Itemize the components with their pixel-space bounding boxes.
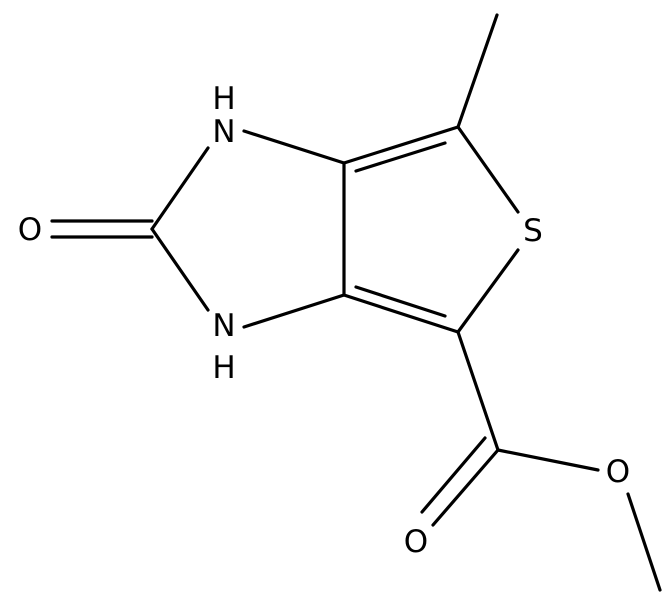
atom-n1-hydrogen: H xyxy=(212,81,235,117)
atom-o-ester-ether: O xyxy=(606,454,630,490)
bond-c6-s xyxy=(456,125,520,214)
atom-n3: N xyxy=(212,308,235,344)
bond-c6a-n1 xyxy=(242,129,346,165)
bond-ester-c-oether xyxy=(496,448,600,472)
bond-oether-methyl xyxy=(626,492,662,592)
atom-n3-hydrogen: H xyxy=(212,350,235,386)
atom-labels: H N N H O S O O xyxy=(18,81,630,560)
atom-o-ester-carbonyl: O xyxy=(404,524,428,560)
bond-n1-c2 xyxy=(150,146,210,231)
bond-n3-c3a xyxy=(242,293,346,329)
atom-n1: N xyxy=(212,114,235,150)
bond-c6-c6a xyxy=(342,125,460,165)
bond-c2-n3 xyxy=(150,227,210,312)
atom-o-ring-carbonyl: O xyxy=(18,212,42,248)
bond-c4-c3a xyxy=(342,293,460,334)
bond-ester-c-o-second xyxy=(420,436,487,514)
bond-s-c4 xyxy=(456,248,520,334)
atom-s: S xyxy=(523,213,543,249)
bond-ester-c-o xyxy=(431,448,500,527)
bond-c6-methyl xyxy=(456,13,499,129)
bond-c4-ester-c xyxy=(456,330,500,452)
bond-c4-c3a-inner xyxy=(354,285,447,318)
bond-c6-c6a-inner xyxy=(354,141,447,173)
bonds xyxy=(50,13,662,592)
